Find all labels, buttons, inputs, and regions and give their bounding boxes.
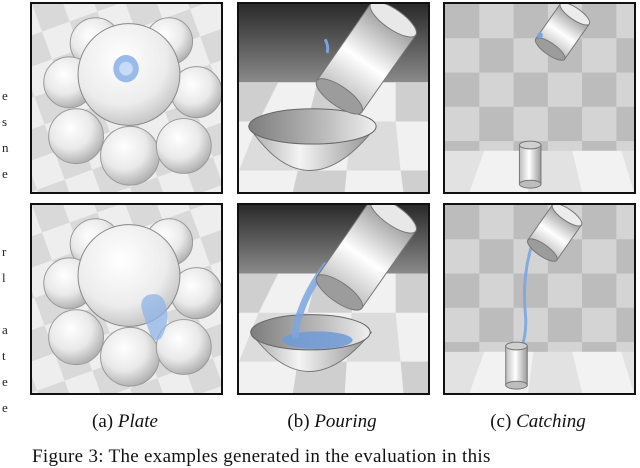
margin-clipped-text: e s n e r l a t e e <box>0 0 14 440</box>
caption-pouring: (b) Pouring <box>232 411 432 433</box>
fluid-pool <box>282 331 353 349</box>
pouring-initial-scene <box>239 4 428 192</box>
catching-result-scene <box>445 205 634 393</box>
fluid-surface <box>323 38 330 54</box>
catching-initial-panel <box>443 2 636 194</box>
plate-initial-scene <box>32 4 221 192</box>
catching-initial-scene <box>445 4 634 192</box>
upper-cup <box>534 4 591 61</box>
margin-fragment: l <box>2 270 6 285</box>
fluid-drop <box>537 32 543 39</box>
margin-fragment: s <box>2 114 8 129</box>
upper-cup <box>527 205 583 262</box>
margin-fragment: e <box>2 400 8 415</box>
margin-fragment: t <box>2 348 6 363</box>
plate-initial-panel <box>30 2 223 194</box>
margin-fragment: e <box>2 88 8 103</box>
caption-plate: (a) Plate <box>25 411 225 433</box>
pouring-result-panel <box>237 203 430 395</box>
margin-fragment: a <box>2 322 8 337</box>
fluid-stream <box>520 233 537 349</box>
caption-catching: (c) Catching <box>438 411 638 433</box>
pouring-initial-panel <box>237 2 430 194</box>
caption-pouring-label: (b) <box>287 411 310 432</box>
fluid-spill <box>141 294 168 341</box>
pouring-result-scene <box>239 205 428 393</box>
caption-catching-label: (c) <box>490 411 512 432</box>
caption-catching-name: Catching <box>516 411 586 432</box>
caption-plate-name: Plate <box>117 411 158 432</box>
plate-result-scene <box>32 205 221 393</box>
margin-fragment: n <box>2 140 9 155</box>
bowl <box>249 314 373 372</box>
caption-plate-label: (a) <box>92 411 114 432</box>
margin-fragment: e <box>2 166 8 181</box>
margin-fragment: r <box>2 244 7 259</box>
catching-result-panel <box>443 203 636 395</box>
lower-cup <box>518 140 542 189</box>
margin-fragment: e <box>2 374 8 389</box>
lower-cup <box>505 341 528 390</box>
bowl <box>247 108 378 171</box>
figure-caption: Figure 3: The examples generated in the … <box>32 446 491 467</box>
caption-pouring-name: Pouring <box>314 411 377 432</box>
plate-result-panel <box>30 203 223 395</box>
cup <box>315 205 417 311</box>
cup <box>315 4 417 115</box>
